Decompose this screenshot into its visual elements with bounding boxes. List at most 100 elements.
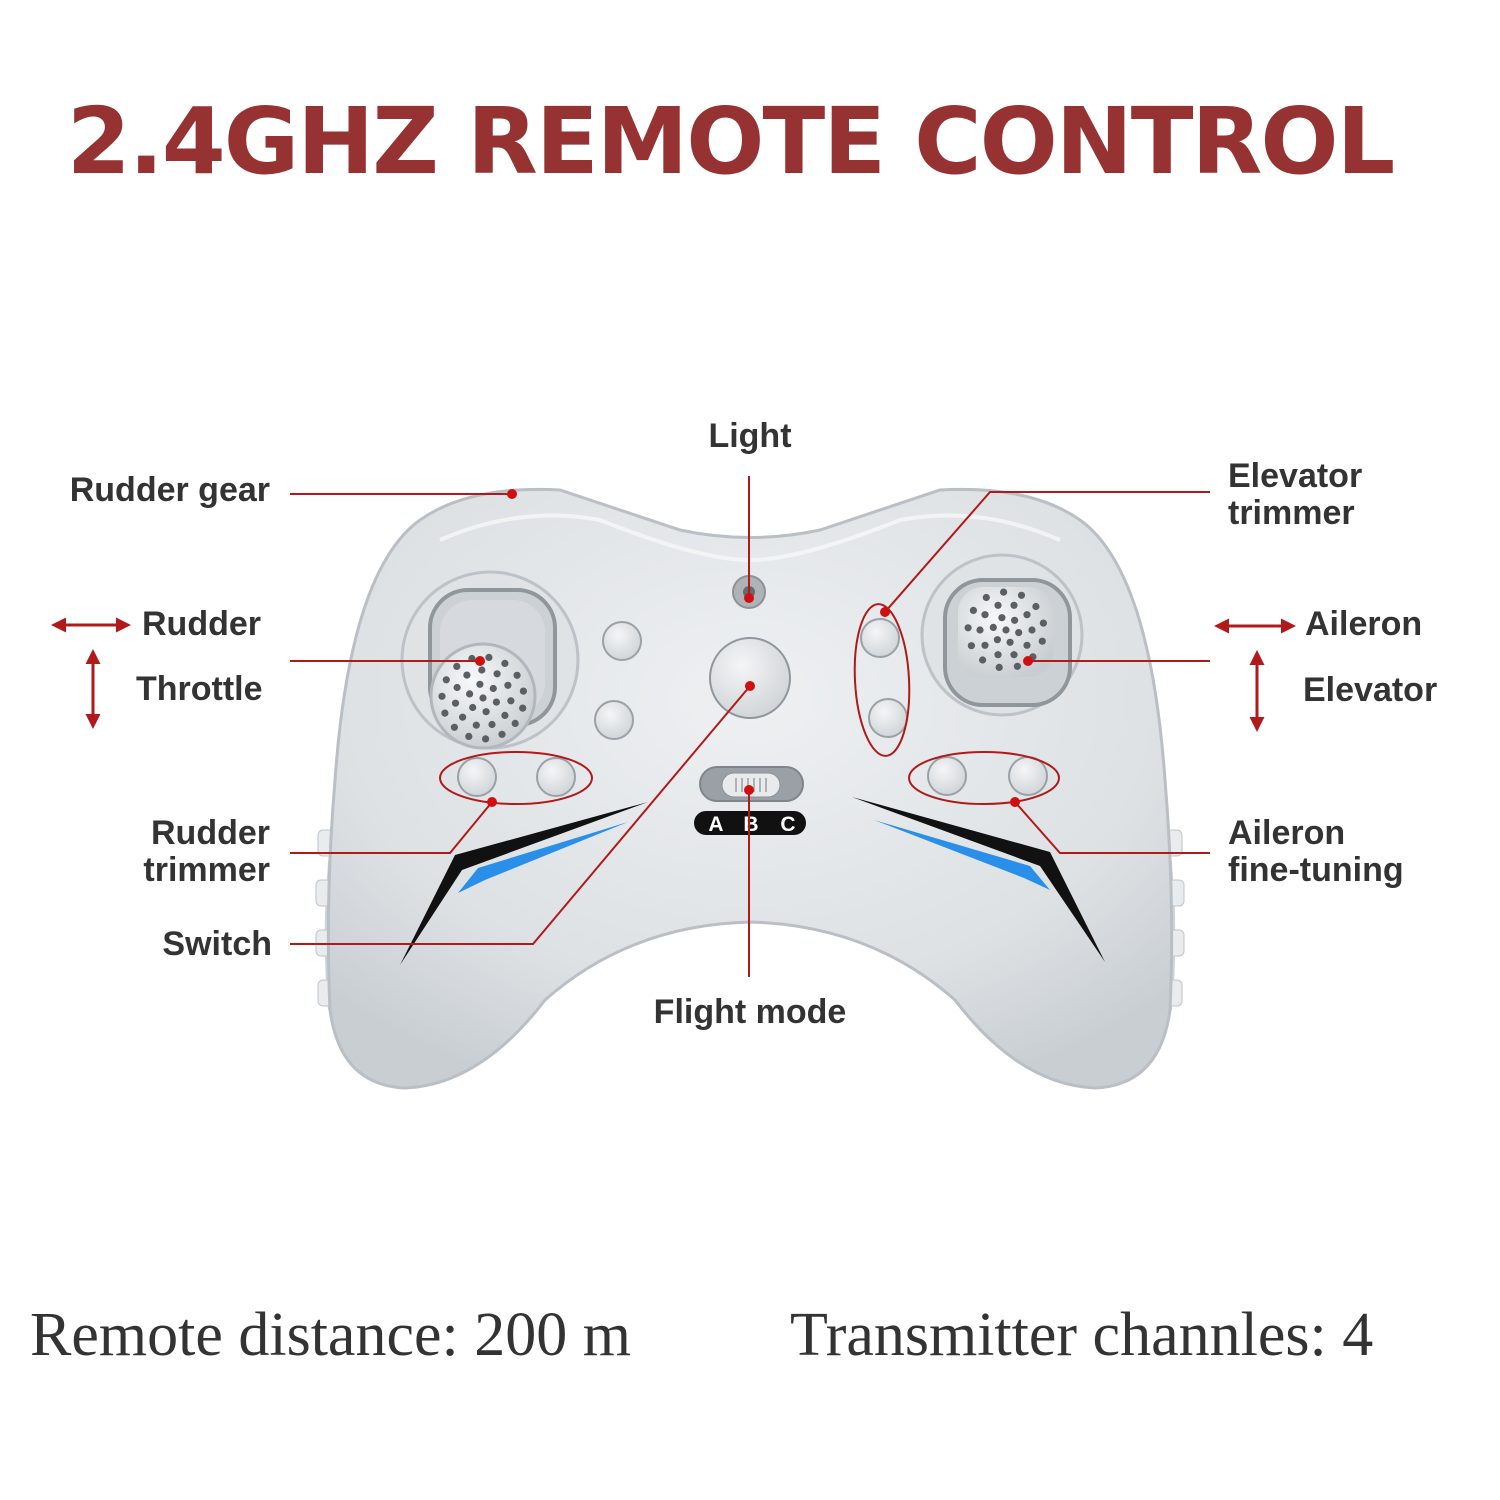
grip-dot [981, 641, 989, 649]
switch-button[interactable] [709, 637, 791, 719]
grip-dot [998, 614, 1006, 622]
label-rudder-gear: Rudder gear [69, 471, 270, 509]
grip-dot [442, 676, 450, 684]
grip-dot [453, 662, 461, 671]
elevator-trim-up-button[interactable] [860, 618, 900, 658]
grip-dot [1000, 588, 1008, 596]
grip-dot [479, 694, 487, 702]
grip-dot [450, 723, 458, 731]
grip-dot [476, 680, 484, 688]
grip-dot [967, 642, 976, 650]
grip-dot [478, 666, 486, 674]
grip-dot [1011, 616, 1019, 624]
grip-dot [1039, 619, 1047, 627]
grip-dot [492, 698, 500, 706]
mode-option-b: B [743, 813, 758, 836]
grip-dot [994, 651, 1002, 659]
grip-dot [507, 697, 515, 705]
rudder-trim-left-button[interactable] [457, 757, 497, 797]
callout-lines [290, 476, 1210, 977]
label-flight-mode: Flight mode [653, 993, 847, 1031]
grip-dot [438, 692, 446, 700]
grip-dot [964, 624, 972, 632]
decor-stripes [400, 797, 1105, 965]
grip-dot [1010, 651, 1018, 659]
grip-dot [488, 720, 496, 729]
spec-remote-distance: Remote distance: 200 m [30, 1301, 631, 1369]
grip-dot [451, 699, 460, 707]
grip-dot [1006, 638, 1014, 646]
grip-dot [1013, 662, 1022, 670]
label-elevator-trimmer-line1: Elevator [1228, 457, 1363, 495]
aileron-trim-left-button[interactable] [927, 756, 967, 796]
grip-dot [501, 711, 509, 720]
label-elevator-trimmer-line2: trimmer [1228, 494, 1355, 532]
grip-dot [504, 681, 512, 689]
grip-dot [489, 684, 497, 693]
grip-dot [465, 732, 473, 741]
grip-dot [982, 593, 990, 602]
grip-dot [1002, 626, 1010, 634]
grip-dot [513, 671, 521, 679]
aileron-trim-right-button[interactable] [1008, 756, 1048, 796]
page-title: 2.4GHZ REMOTE CONTROL [66, 88, 1395, 195]
elevator-trim-down-button[interactable] [868, 698, 908, 738]
grip-dot [995, 663, 1003, 672]
grip-dot [989, 623, 997, 632]
grip-dot [993, 636, 1002, 644]
grip-dot [463, 671, 471, 679]
grip-dot [501, 659, 509, 668]
grip-dot [981, 611, 989, 619]
grip-dot [1032, 602, 1040, 611]
grip-dot [1038, 637, 1046, 645]
direction-arrows [51, 617, 1296, 732]
label-light: Light [708, 417, 792, 455]
label-aileron-fine-line2: fine-tuning [1228, 851, 1404, 889]
grip-dot [1015, 629, 1023, 637]
grip-dot [1017, 591, 1026, 599]
label-rudder-trimmer-line2: trimmer [143, 851, 270, 889]
grip-dot [485, 653, 493, 662]
mode-option-a: A [708, 813, 723, 836]
right-joystick[interactable] [920, 553, 1084, 717]
spec-transmitter-channels: Transmitter channles: 4 [790, 1301, 1374, 1369]
label-throttle: Throttle [136, 670, 263, 708]
grip-dot [466, 690, 474, 698]
grip-dot [1023, 611, 1031, 619]
grip-dot [979, 656, 987, 664]
grip-dot [976, 626, 984, 634]
callout-dots [475, 489, 1033, 807]
grip-dot [482, 735, 490, 743]
button-left-upper[interactable] [602, 621, 642, 661]
label-rudder: Rudder [142, 605, 261, 643]
grip-dot [453, 683, 461, 692]
callout-outlines [439, 603, 1060, 805]
label-rudder-trimmer-line1: Rudder [151, 814, 270, 852]
rudder-trim-right-button[interactable] [536, 757, 576, 797]
grip-dot [482, 708, 490, 716]
flight-mode-switch[interactable] [694, 766, 806, 835]
grip-dot [469, 703, 477, 712]
grip-dot [472, 721, 480, 729]
grip-dot [519, 687, 528, 695]
grip-dot [1010, 601, 1018, 609]
grip-dot [493, 670, 501, 678]
grip-dot [1028, 626, 1036, 634]
grip-dot [441, 709, 449, 717]
grip-dot [994, 601, 1002, 609]
grip-dot [459, 713, 467, 721]
grip-dot [969, 606, 978, 615]
grip-dot [498, 730, 506, 738]
grip-dot [1023, 641, 1031, 649]
label-switch: Switch [162, 925, 272, 963]
mode-option-c: C [780, 813, 795, 836]
label-aileron-fine-line1: Aileron [1228, 814, 1346, 852]
left-joystick[interactable] [400, 570, 580, 750]
grip-dot [511, 719, 519, 728]
label-elevator: Elevator [1303, 671, 1438, 709]
grip-dot [519, 704, 527, 712]
label-aileron: Aileron [1305, 605, 1423, 643]
button-left-lower[interactable] [594, 700, 634, 740]
